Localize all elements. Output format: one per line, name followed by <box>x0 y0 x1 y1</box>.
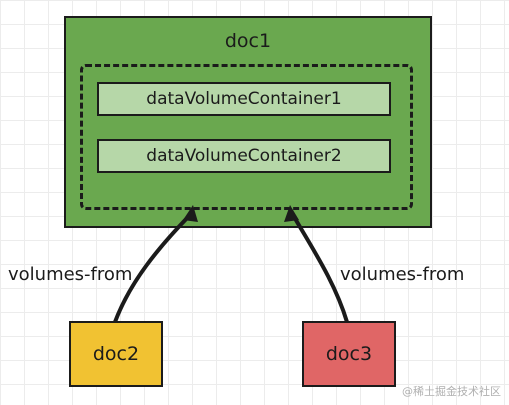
edge-label-left: volumes-from <box>8 264 133 285</box>
edge-label-right: volumes-from <box>340 264 465 285</box>
host-title: doc1 <box>224 30 272 52</box>
watermark: @稀土掘金技术社区 <box>402 385 501 398</box>
volume-group-dashed-border <box>80 64 413 210</box>
volume-container-1: dataVolumeContainer1 <box>97 82 391 116</box>
host-doc1-box <box>64 16 432 228</box>
client-doc3-box: doc3 <box>302 321 396 387</box>
arrow-doc3-to-doc1 <box>291 213 349 324</box>
client-doc2-box: doc2 <box>69 321 163 387</box>
volume-container-2: dataVolumeContainer2 <box>97 139 391 173</box>
